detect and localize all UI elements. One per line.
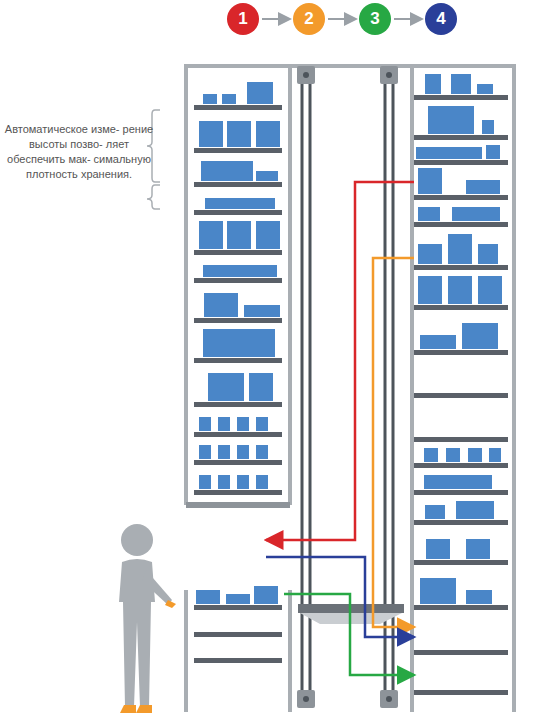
step-number: 1 <box>238 9 247 29</box>
step-arrow <box>394 18 422 20</box>
step-circle: 3 <box>359 3 391 35</box>
operator-figure <box>119 524 172 707</box>
step-circle: 4 <box>425 3 457 35</box>
step-arrow <box>262 18 290 20</box>
step-number: 4 <box>436 9 445 29</box>
step-circle: 1 <box>227 3 259 35</box>
step-number: 2 <box>304 9 313 29</box>
note-text: Автоматическое изме- рение высоты позво-… <box>4 122 154 182</box>
frame <box>186 66 514 712</box>
step-circle: 2 <box>293 3 325 35</box>
step-number: 3 <box>370 9 379 29</box>
step-arrow <box>328 18 356 20</box>
